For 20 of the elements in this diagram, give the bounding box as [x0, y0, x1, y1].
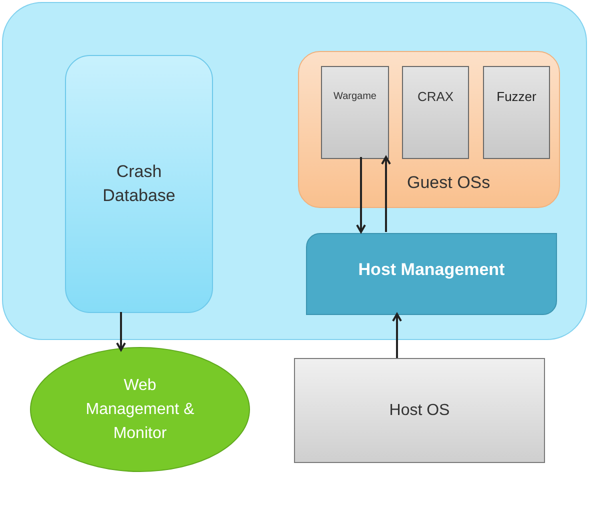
arrow [356, 157, 366, 233]
node-label: Fuzzer [496, 88, 536, 106]
arrow [381, 156, 391, 232]
node-label: CRAX [417, 88, 454, 106]
node-label: Host Management [358, 259, 505, 282]
database-box [65, 55, 213, 313]
node-label: Crash Database [102, 161, 176, 207]
node-label: Guest OSs [407, 172, 490, 194]
process-box [483, 66, 550, 159]
node-label: Wargame [334, 90, 376, 104]
arrow [392, 313, 402, 358]
node-label: Host OS [389, 400, 450, 420]
outer-panel [2, 2, 587, 340]
node-label: Web Management & Monitor [84, 376, 196, 444]
process-box [321, 66, 389, 159]
arrow [116, 312, 126, 351]
process-box [402, 66, 469, 159]
group-box [298, 51, 560, 208]
process-box [294, 358, 545, 463]
process-box [306, 233, 557, 315]
